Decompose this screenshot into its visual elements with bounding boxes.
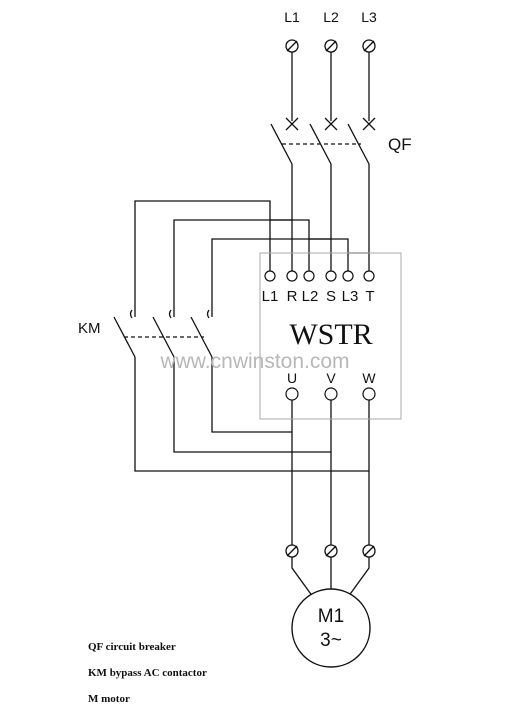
bypass-wire-l1 bbox=[134, 200, 271, 317]
terminal-in-t bbox=[363, 270, 375, 282]
supply-label-l2: L2 bbox=[323, 9, 339, 25]
output-label-v: V bbox=[326, 370, 336, 386]
bypass-wire-l3 bbox=[211, 238, 349, 317]
output-label-u: U bbox=[287, 370, 297, 386]
terminal-out-v bbox=[324, 387, 338, 401]
terminal-label-l1: L1 bbox=[262, 288, 279, 305]
supply-terminals bbox=[285, 39, 376, 53]
terminal-out-w bbox=[362, 387, 376, 401]
contactor-blade-2 bbox=[152, 316, 175, 358]
legend-item-motor: M motor bbox=[88, 693, 130, 705]
terminal-label-r: R bbox=[287, 288, 298, 305]
motor-terminals bbox=[285, 544, 376, 558]
terminal-in-l2 bbox=[303, 270, 315, 282]
motor-symbol bbox=[291, 588, 371, 668]
terminal-slash bbox=[286, 40, 298, 52]
supply-label-l1: L1 bbox=[284, 9, 300, 25]
terminal-in-l1 bbox=[264, 270, 276, 282]
terminal-slash bbox=[363, 40, 375, 52]
motor-lead-w bbox=[347, 557, 370, 598]
bypass-return-v bbox=[173, 357, 331, 453]
breaker-blade-l1 bbox=[270, 123, 293, 165]
contactor-contacts bbox=[129, 309, 210, 319]
legend-item-km: KM bypass AC contactor bbox=[88, 667, 207, 679]
terminal-slash bbox=[325, 545, 337, 557]
wires bbox=[113, 48, 370, 598]
starter-name: WSTR bbox=[289, 318, 372, 351]
bypass-wire-l2 bbox=[173, 219, 310, 317]
terminal-out-u bbox=[285, 387, 299, 401]
terminal-label-s: S bbox=[326, 288, 336, 305]
starter-input-terminals bbox=[264, 270, 375, 282]
terminal-in-r bbox=[286, 270, 298, 282]
contactor-contact-1 bbox=[129, 309, 133, 319]
terminal-label-l2: L2 bbox=[302, 288, 319, 305]
terminal-label-l3: L3 bbox=[342, 288, 359, 305]
motor-name: M1 bbox=[318, 606, 344, 627]
contactor-contact-2 bbox=[168, 309, 172, 319]
breaker-blade-l3 bbox=[347, 123, 370, 165]
breaker-contact-l2 bbox=[324, 117, 338, 131]
terminal-slash bbox=[325, 40, 337, 52]
watermark-text: www.cnwinston.com bbox=[159, 350, 349, 373]
bypass-return-u bbox=[211, 357, 292, 433]
legend-item-qf: QF circuit breaker bbox=[88, 641, 176, 653]
supply-label-l3: L3 bbox=[361, 9, 377, 25]
contactor-label: KM bbox=[78, 320, 101, 337]
motor-lead-u bbox=[291, 557, 314, 598]
breaker-contact-l3 bbox=[362, 117, 376, 131]
terminal-in-s bbox=[325, 270, 337, 282]
starter-output-terminals bbox=[285, 387, 376, 401]
terminal-slash bbox=[286, 545, 298, 557]
terminal-label-t: T bbox=[365, 288, 374, 305]
contactor-contact-3 bbox=[206, 309, 210, 319]
breaker-label: QF bbox=[388, 135, 412, 154]
starter-box bbox=[259, 252, 402, 420]
terminal-in-l3 bbox=[342, 270, 354, 282]
breaker-contact-l1 bbox=[285, 117, 299, 131]
output-label-w: W bbox=[362, 370, 376, 386]
terminal-slash bbox=[363, 545, 375, 557]
motor-phase: 3~ bbox=[320, 630, 342, 651]
breaker-contacts bbox=[285, 117, 376, 131]
bypass-return-w bbox=[134, 357, 369, 472]
